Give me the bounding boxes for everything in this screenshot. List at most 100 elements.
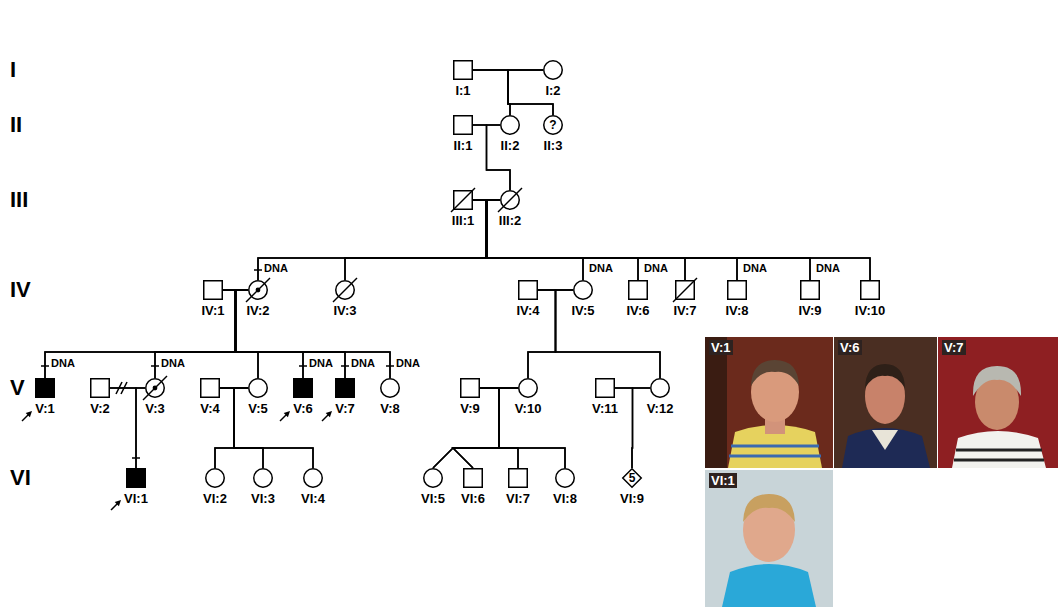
deceased-slash <box>451 188 475 212</box>
individual-symbol <box>203 280 223 300</box>
pedigree-line <box>487 125 511 190</box>
pedigree-line <box>215 388 248 468</box>
pedigree-line <box>556 290 661 378</box>
pedigree-line <box>453 388 518 468</box>
individual-id: IV:1 <box>195 304 231 318</box>
pedigree-line <box>615 388 633 468</box>
arrow-head <box>115 500 121 506</box>
pedigree-line <box>480 388 565 468</box>
male-square <box>454 116 473 135</box>
individual-symbol <box>35 378 55 398</box>
individual-symbol <box>453 60 473 80</box>
pedigree-line <box>473 200 737 280</box>
female-circle <box>519 379 538 398</box>
pedigree-line <box>345 200 500 280</box>
male-square <box>336 379 355 398</box>
pedigree-line <box>433 388 499 468</box>
pedigree-individual: V:7 <box>327 378 363 418</box>
female-circle <box>544 61 563 80</box>
pedigree-line <box>487 200 686 280</box>
individual-id: VI:8 <box>547 492 583 506</box>
individual-id: III:1 <box>445 214 481 228</box>
photo-ground <box>938 337 1058 468</box>
individual-symbol <box>248 280 268 300</box>
pedigree-line <box>473 200 638 280</box>
individual-symbol <box>126 468 146 488</box>
pedigree-line <box>220 388 263 468</box>
individual-id: VI:7 <box>500 492 536 506</box>
male-square <box>294 379 313 398</box>
individual-id: V:5 <box>240 402 276 416</box>
dna-note: DNA <box>396 357 420 370</box>
pedigree-individual: VI:8 <box>547 468 583 508</box>
pedigree-individual: IV:7 <box>667 280 703 320</box>
hair <box>865 364 905 388</box>
individual-symbol <box>303 468 323 488</box>
individual-id: IV:5 <box>565 304 601 318</box>
pedigree-line <box>473 70 553 115</box>
pedigree-individual: IV:9 <box>792 280 828 320</box>
shirt <box>722 564 816 607</box>
pedigree-line <box>234 388 263 468</box>
individual-symbol <box>145 378 165 398</box>
pedigree-individual: VI:7 <box>500 468 536 508</box>
dna-note: DNA <box>644 262 668 275</box>
individual-id: II:3 <box>535 139 571 153</box>
pedigree-line <box>487 200 639 280</box>
individual-symbol <box>628 280 648 300</box>
generation-label: V <box>10 376 25 400</box>
male-square <box>509 469 528 488</box>
individual-id: IV:2 <box>240 304 276 318</box>
pedigree-individual: II:2 <box>492 115 528 155</box>
individual-symbol <box>860 280 880 300</box>
pedigree-individual: IV:8 <box>719 280 755 320</box>
individual-id: V:11 <box>587 402 623 416</box>
pedigree-individual: II:1 <box>445 115 481 155</box>
pedigree-individual: 5VI:9 <box>614 468 650 508</box>
pedigree-line <box>487 200 811 280</box>
pedigree-line <box>499 388 565 468</box>
male-square <box>454 61 473 80</box>
pedigree-line <box>45 290 248 378</box>
pedigree-line <box>236 290 304 378</box>
generation-label: II <box>10 113 22 137</box>
pedigree-line <box>453 388 499 468</box>
individual-symbol <box>555 468 575 488</box>
pedigree-line <box>223 290 345 378</box>
individual-symbol <box>90 378 110 398</box>
pedigree-individual: IV:2 <box>240 280 276 320</box>
pedigree-individual: V:6 <box>285 378 321 418</box>
individual-id: II:2 <box>492 139 528 153</box>
individual-symbol <box>595 378 615 398</box>
individual-symbol <box>518 280 538 300</box>
deceased-slash <box>333 278 357 302</box>
female-circle <box>544 116 563 135</box>
pedigree-individual: V:3 <box>137 378 173 418</box>
pedigree-individual: V:9 <box>452 378 488 418</box>
male-square <box>629 281 648 300</box>
pedigree-line <box>236 290 346 378</box>
pedigree-line <box>258 200 500 280</box>
individual-symbol <box>335 280 355 300</box>
pedigree-line <box>473 200 810 280</box>
individual-id: V:4 <box>192 402 228 416</box>
pedigree-individual: V:12 <box>642 378 678 418</box>
individual-symbol <box>423 468 443 488</box>
photo-caption: V:6 <box>838 340 862 355</box>
photo-caption: VI:1 <box>709 473 737 488</box>
generation-label: III <box>10 188 28 212</box>
individual-symbol <box>500 190 520 210</box>
individual-symbol <box>380 378 400 398</box>
dna-note: DNA <box>309 357 333 370</box>
generation-label: VI <box>10 466 31 490</box>
individual-id: VI:6 <box>455 492 491 506</box>
pedigree-line <box>508 70 543 115</box>
individual-id: V:2 <box>82 402 118 416</box>
pedigree-individual: V:4 <box>192 378 228 418</box>
female-circle <box>381 379 400 398</box>
individual-id: V:7 <box>327 402 363 416</box>
pedigree-individual: VI:4 <box>295 468 331 508</box>
male-square <box>596 379 615 398</box>
pedigree-individual: V:2 <box>82 378 118 418</box>
photo-ground <box>705 337 833 468</box>
